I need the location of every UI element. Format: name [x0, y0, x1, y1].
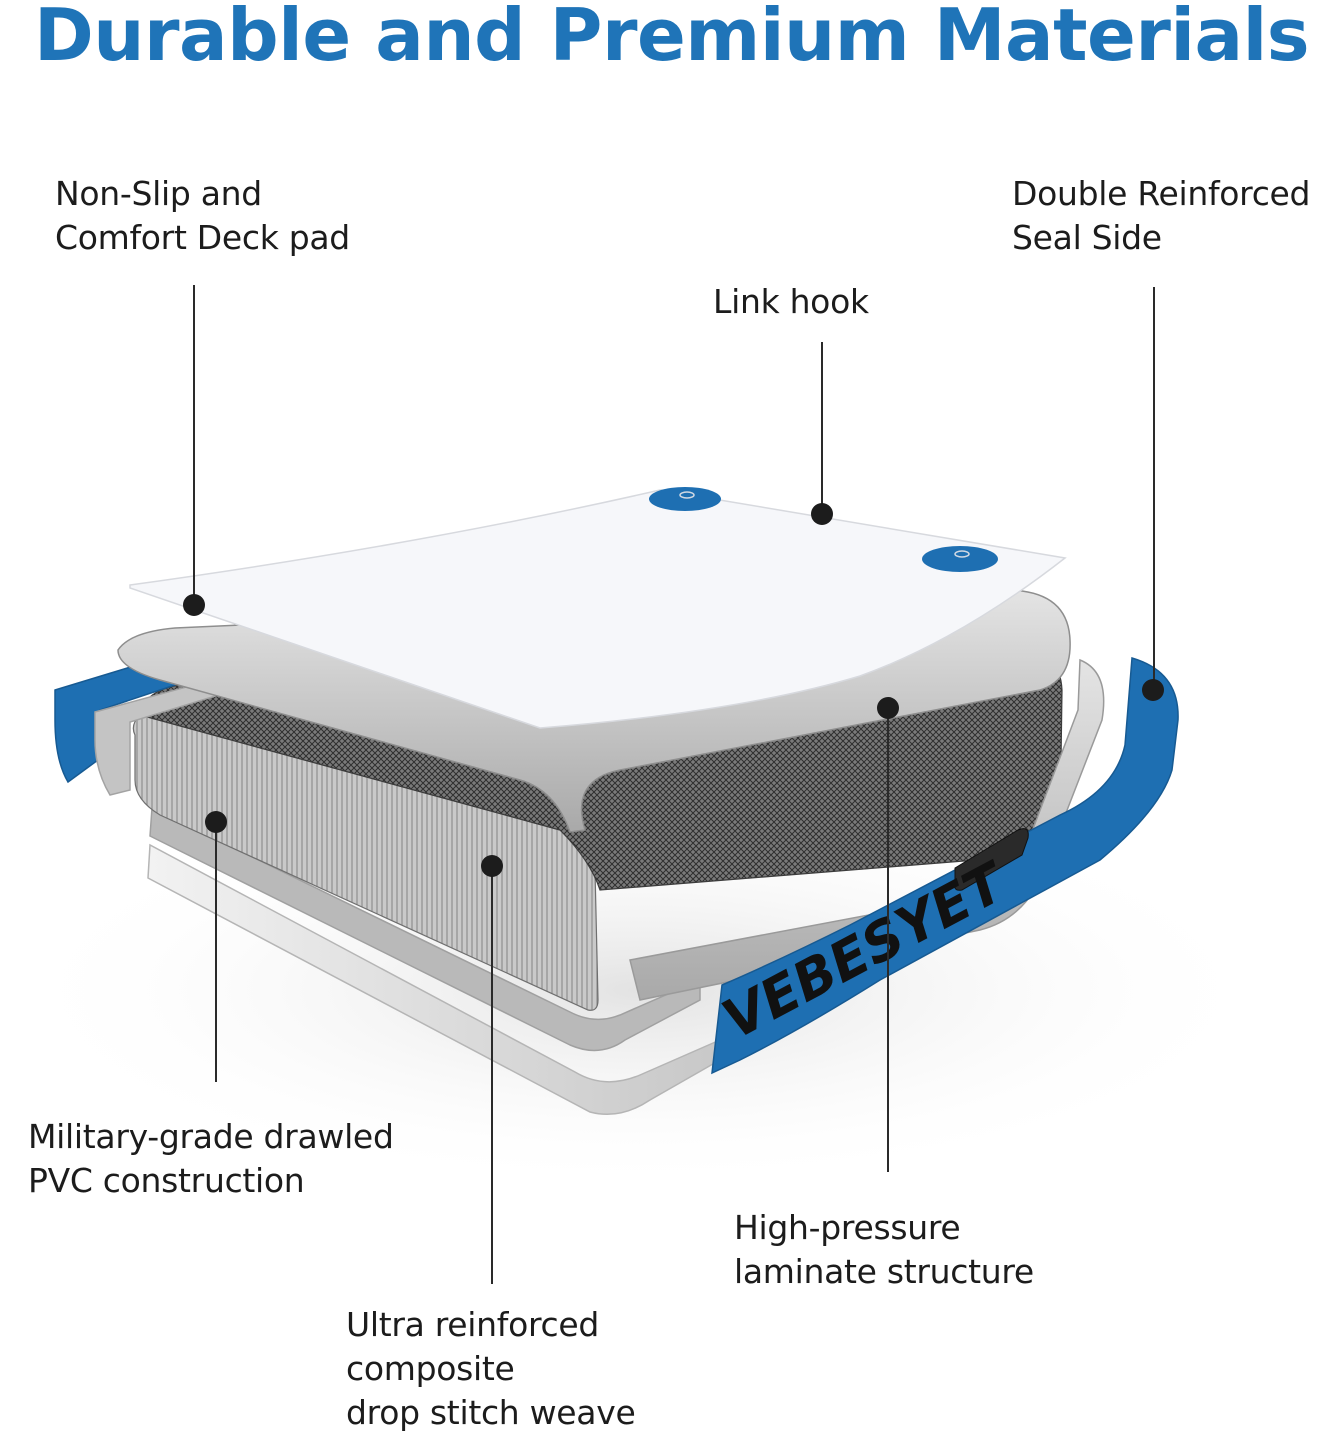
left-seal-strip [54, 654, 176, 784]
leader-dot-seal-side [1142, 679, 1164, 701]
link-hook-1 [649, 487, 721, 511]
page-title: Durable and Premium Materials [34, 0, 1310, 77]
carry-handle [953, 828, 1029, 891]
callout-pvc: Military-grade drawled PVC construction [28, 1117, 394, 1200]
leader-dot-drop-stitch [481, 855, 503, 877]
callout-seal-side: Double Reinforced Seal Side [1012, 174, 1311, 257]
right-seal-band [711, 657, 1179, 1075]
leader-dot-link-hook [811, 503, 833, 525]
callout-laminate: High-pressure laminate structure [734, 1208, 1034, 1291]
callout-drop-stitch: Ultra reinforced composite drop stitch w… [346, 1305, 636, 1432]
link-hook-2 [922, 546, 998, 572]
leader-dot-deck-pad [183, 594, 205, 616]
callout-link-hook: Link hook [713, 282, 869, 321]
left-gray-wrap [94, 674, 236, 796]
leader-dot-laminate [877, 697, 899, 719]
deck-pad [129, 489, 1067, 729]
callout-deck-pad: Non-Slip and Comfort Deck pad [55, 174, 350, 257]
leader-dot-pvc [205, 811, 227, 833]
